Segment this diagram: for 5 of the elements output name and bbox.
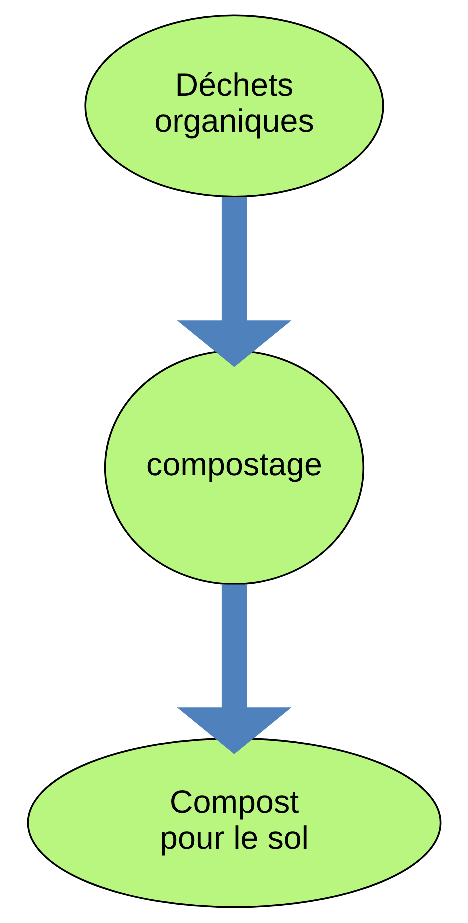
node-circle: compostage <box>104 350 364 586</box>
arrow <box>176 584 292 754</box>
arrow <box>176 197 292 368</box>
node-ellipse: Compost pour le sol <box>26 738 442 908</box>
node-ellipse: Déchets organiques <box>84 14 384 198</box>
